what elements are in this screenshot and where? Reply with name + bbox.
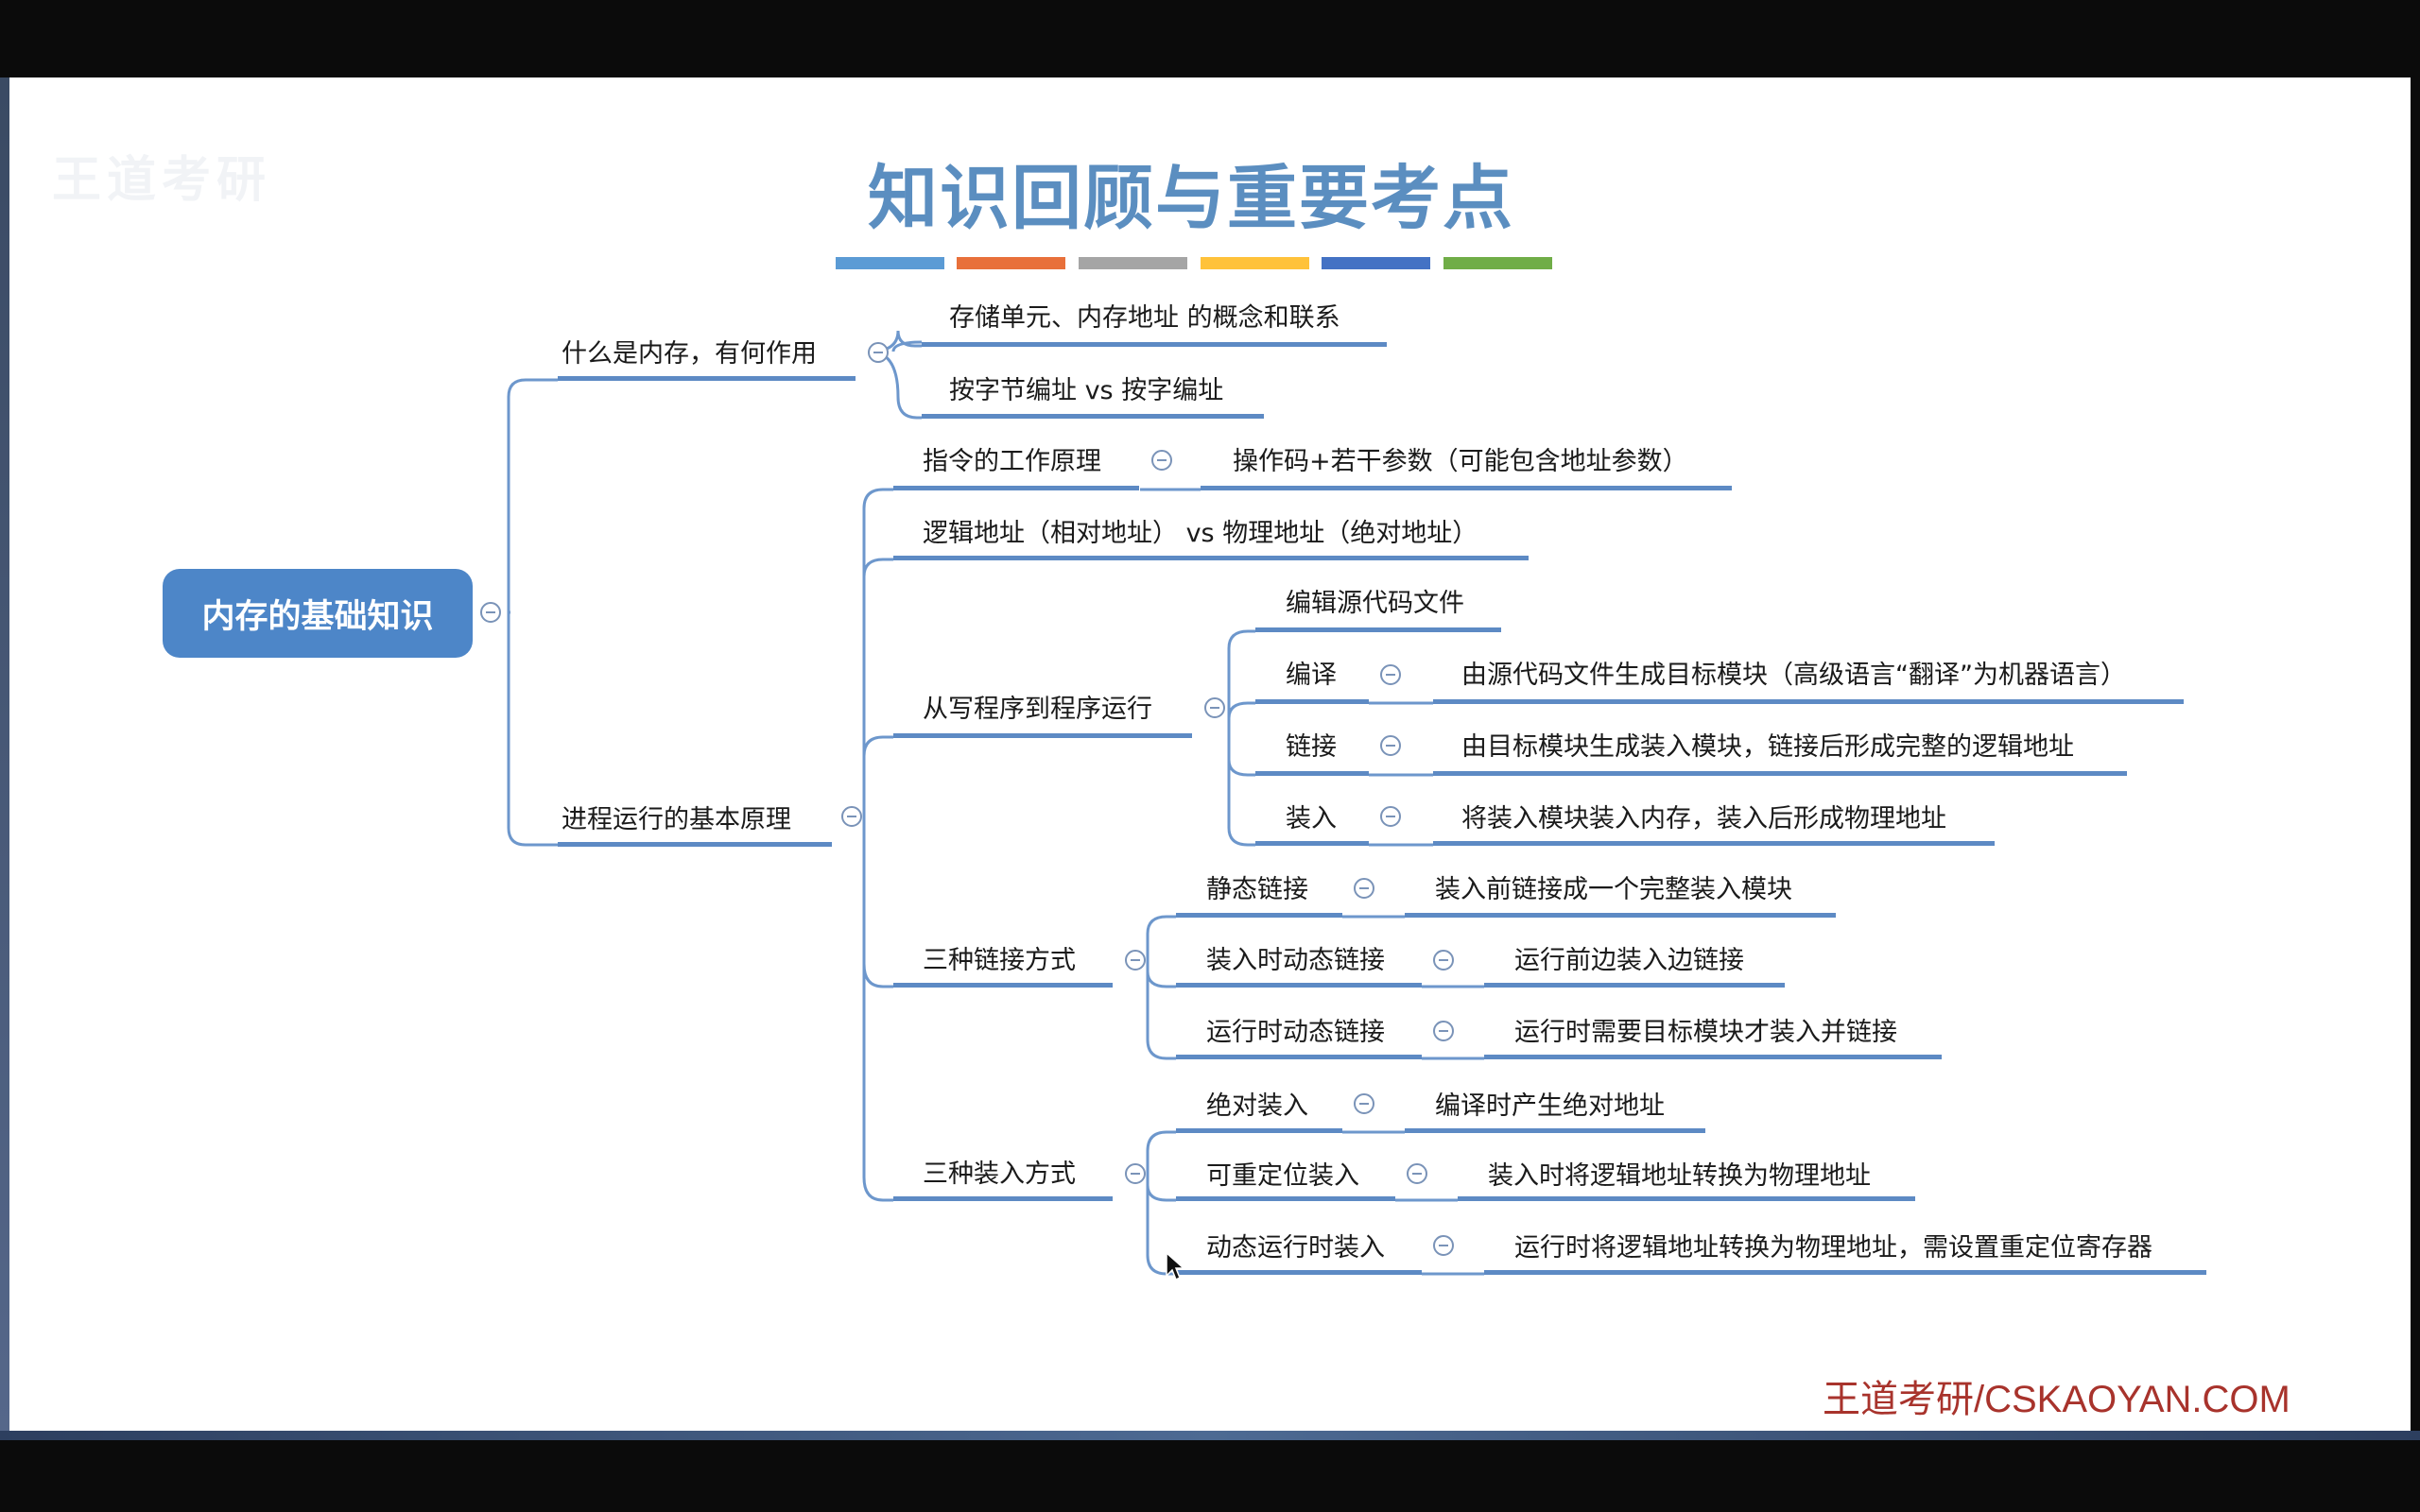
node-logical-address[interactable]: 逻辑地址（相对地址） vs 物理地址（绝对地址） <box>923 519 1478 548</box>
bottom-edge-strip <box>0 1431 2420 1440</box>
node-underline <box>1176 1196 1395 1201</box>
node-collapse-icon[interactable] <box>1380 735 1401 756</box>
node-underline <box>1201 486 1732 490</box>
node-dynamic-load[interactable]: 动态运行时装入 <box>1206 1233 1385 1263</box>
node-collapse-icon[interactable] <box>1433 1021 1454 1041</box>
node-underline <box>1405 1128 1705 1133</box>
node-load-methods[interactable]: 三种装入方式 <box>923 1160 1076 1189</box>
node-collapse-icon[interactable] <box>1204 697 1225 718</box>
node-collapse-icon[interactable] <box>1380 806 1401 827</box>
node-loadtime-link[interactable]: 装入时动态链接 <box>1206 946 1385 975</box>
node-collapse-icon[interactable] <box>1380 664 1401 685</box>
node-program-run[interactable]: 从写程序到程序运行 <box>923 695 1152 724</box>
root-collapse-icon[interactable] <box>480 602 501 623</box>
node-underline <box>558 376 856 381</box>
node-underline <box>1176 1055 1422 1059</box>
node-collapse-icon[interactable] <box>841 806 862 827</box>
mouse-cursor-icon <box>1166 1251 1185 1281</box>
color-bar-4 <box>1201 257 1309 269</box>
brand-footer: 王道考研/CSKAOYAN.COM <box>1823 1379 2290 1420</box>
node-process-principle[interactable]: 进程运行的基本原理 <box>562 805 791 834</box>
node-underline <box>1255 841 1369 846</box>
node-storage-unit[interactable]: 存储单元、内存地址 的概念和联系 <box>949 303 1340 333</box>
node-underline <box>893 1196 1113 1201</box>
node-underline <box>1405 913 1836 918</box>
color-bar-6 <box>1443 257 1552 269</box>
node-underline <box>1176 1270 1422 1275</box>
node-instruction-detail[interactable]: 操作码+若干参数（可能包含地址参数） <box>1233 447 1688 476</box>
color-bar-5 <box>1322 257 1430 269</box>
node-relocatable-load-detail[interactable]: 装入时将逻辑地址转换为物理地址 <box>1488 1161 1871 1191</box>
node-underline <box>893 556 1529 560</box>
node-load-detail[interactable]: 将装入模块装入内存，装入后形成物理地址 <box>1461 804 1946 833</box>
node-underline <box>893 486 1139 490</box>
node-relocatable-load[interactable]: 可重定位装入 <box>1206 1161 1359 1191</box>
node-underline <box>1433 771 2127 776</box>
node-underline <box>558 842 832 847</box>
node-link[interactable]: 链接 <box>1286 732 1337 762</box>
node-underline <box>1255 627 1501 632</box>
node-runtime-link[interactable]: 运行时动态链接 <box>1206 1018 1385 1047</box>
node-link-detail[interactable]: 由目标模块生成装入模块，链接后形成完整的逻辑地址 <box>1461 732 2074 762</box>
color-bar-3 <box>1079 257 1187 269</box>
node-underline <box>1458 1196 1915 1201</box>
node-dynamic-load-detail[interactable]: 运行时将逻辑地址转换为物理地址，需设置重定位寄存器 <box>1514 1233 2152 1263</box>
node-collapse-icon[interactable] <box>868 342 889 363</box>
node-edit[interactable]: 编辑源代码文件 <box>1286 589 1464 618</box>
left-edge-strip <box>0 77 9 1431</box>
node-underline <box>922 342 1387 347</box>
node-compile[interactable]: 编译 <box>1286 661 1337 690</box>
watermark: 王道考研 <box>52 152 272 209</box>
node-compile-detail[interactable]: 由源代码文件生成目标模块（高级语言“翻译”为机器语言） <box>1461 661 2126 690</box>
node-collapse-icon[interactable] <box>1433 950 1454 971</box>
node-collapse-icon[interactable] <box>1125 950 1146 971</box>
node-underline <box>1433 841 1995 846</box>
node-what-is-memory[interactable]: 什么是内存，有何作用 <box>562 339 817 369</box>
node-underline <box>1176 913 1342 918</box>
node-underline <box>1176 983 1422 988</box>
node-collapse-icon[interactable] <box>1433 1235 1454 1256</box>
node-underline <box>1484 983 1785 988</box>
node-instruction[interactable]: 指令的工作原理 <box>923 447 1101 476</box>
node-underline <box>1176 1128 1342 1133</box>
node-collapse-icon[interactable] <box>1354 1093 1374 1114</box>
node-underline <box>893 733 1192 738</box>
node-link-methods[interactable]: 三种链接方式 <box>923 946 1076 975</box>
node-absolute-load[interactable]: 绝对装入 <box>1206 1091 1308 1121</box>
node-underline <box>1255 699 1369 704</box>
node-underline <box>1484 1270 2206 1275</box>
node-underline <box>1484 1055 1942 1059</box>
node-absolute-load-detail[interactable]: 编译时产生绝对地址 <box>1435 1091 1665 1121</box>
node-runtime-link-detail[interactable]: 运行时需要目标模块才装入并链接 <box>1514 1018 1897 1047</box>
node-collapse-icon[interactable] <box>1151 450 1172 471</box>
node-underline <box>922 414 1264 419</box>
node-static-link-detail[interactable]: 装入前链接成一个完整装入模块 <box>1435 875 1792 904</box>
node-addressing[interactable]: 按字节编址 vs 按字编址 <box>949 376 1224 405</box>
slide <box>9 77 2411 1431</box>
slide-title: 知识回顾与重要考点 <box>868 158 1514 239</box>
node-static-link[interactable]: 静态链接 <box>1206 875 1308 904</box>
node-collapse-icon[interactable] <box>1125 1163 1146 1184</box>
color-bar-1 <box>836 257 944 269</box>
node-load[interactable]: 装入 <box>1286 804 1337 833</box>
color-bar-2 <box>957 257 1065 269</box>
root-node[interactable]: 内存的基础知识 <box>163 569 473 658</box>
node-underline <box>893 983 1113 988</box>
node-collapse-icon[interactable] <box>1407 1163 1427 1184</box>
node-underline <box>1255 771 1369 776</box>
node-collapse-icon[interactable] <box>1354 878 1374 899</box>
node-loadtime-link-detail[interactable]: 运行前边装入边链接 <box>1514 946 1744 975</box>
node-underline <box>1433 699 2184 704</box>
